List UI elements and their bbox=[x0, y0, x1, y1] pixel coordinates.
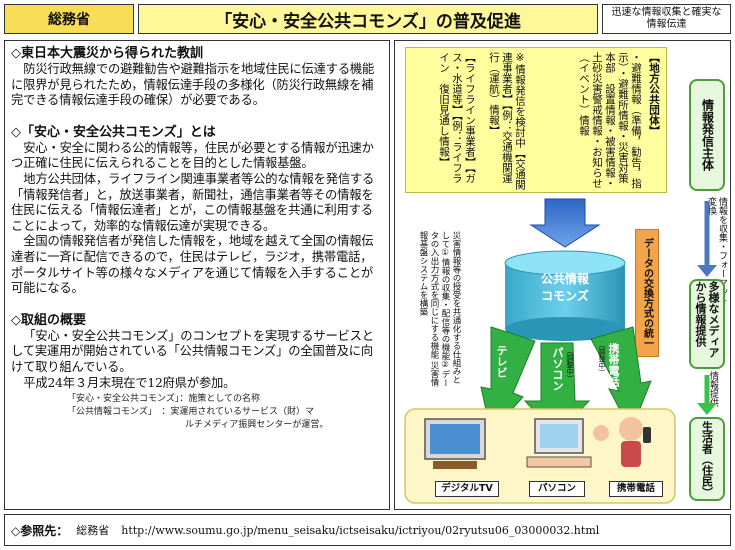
mobile-arrow-adjusting: （調整中） bbox=[598, 341, 606, 376]
subtitle-box: 迅速な情報収集と確実な 情報伝達 bbox=[602, 4, 731, 34]
local-gov-items: ・避難情報（準備，勧告，指示）・避難所情報・災害対策本部 設置情報・被害情報・土… bbox=[578, 52, 642, 189]
mobile-phone-icon bbox=[619, 417, 651, 467]
down-arrow-icon bbox=[529, 198, 601, 248]
right-down-arrowhead-1 bbox=[697, 265, 717, 277]
section-heading-overview: ◇取組の概要 bbox=[11, 312, 86, 328]
section-body-about-2: 地方公共団体，ライフライン関連事業者等公的な情報を発信する「情報発信者」と，放送… bbox=[11, 171, 375, 233]
commons-label: 公共情報 コモンズ bbox=[515, 271, 615, 305]
section-heading-about: ◇「安心・安全公共コモンズ」とは bbox=[11, 124, 216, 140]
sender-actor-box: 情報発信主体 bbox=[689, 79, 725, 191]
data-exchange-box: データの交換方式の統一 bbox=[635, 229, 659, 357]
section-body-lessons: 防災行政無線での避難勧告や避難指示を地域住民に伝達する機能に限界が見られたため，… bbox=[11, 62, 375, 108]
subtitle-line2: 情報伝達 bbox=[646, 19, 687, 30]
reference-label: ◇参照先： bbox=[11, 523, 69, 538]
note-policy-name: 「安心・安全公共コモンズ」：施策としての名称 bbox=[67, 394, 261, 405]
format-conversion-label: 情報を収集・フォーマット変換 bbox=[706, 197, 727, 305]
reference-footer: ◇参照先： 総務省 http://www.soumu.go.jp/menu_se… bbox=[4, 514, 731, 546]
media-provision-label: 多様なメディアから情報提供 bbox=[694, 281, 720, 358]
system-description: 災害情報等の授受を共通化する仕組みとして①情報の収集・配信等の機能②データの入出… bbox=[418, 231, 461, 387]
section-body-overview-2: 平成24年３月末現在で12府県が参加。 bbox=[23, 375, 236, 390]
mobile-arrow-label: 携帯電話 bbox=[607, 343, 620, 387]
device-label-tv: デジタルTV bbox=[435, 481, 499, 497]
residents-label: 生活者（住民） bbox=[700, 420, 714, 498]
pc-icon bbox=[526, 418, 609, 468]
lifeline-operator-info: 【ライフライン事業者】【ガス・水道等】【例：ライフライン 復旧見通し情報】 bbox=[438, 52, 476, 184]
info-sources-box: 【地方公共団体】 ・避難情報（準備，勧告，指示）・避難所情報・災害対策本部 設置… bbox=[405, 47, 667, 193]
diagram-panel: 【地方公共団体】 ・避難情報（準備，勧告，指示）・避難所情報・災害対策本部 設置… bbox=[394, 40, 731, 510]
right-down-arrowhead-2 bbox=[697, 403, 717, 415]
diagram-graphics bbox=[404, 198, 717, 504]
media-provision-box: 多様なメディアから情報提供 bbox=[689, 279, 725, 369]
section-body-about-3: 全国の情報発信者が発信した情報を，地域を越えて全国の情報伝達者に一斉に配信できる… bbox=[11, 234, 374, 296]
reference-url-link[interactable]: http://www.soumu.go.jp/menu_seisaku/icts… bbox=[121, 523, 600, 537]
mobile-arrow-icon bbox=[590, 326, 652, 433]
description-panel: ◇東日本大震災から得られた教訓 防災行政無線での避難勧告や避難指示を地域住民に伝… bbox=[4, 40, 390, 510]
reference-org: 総務省 bbox=[76, 524, 110, 537]
section-body-overview-1: 「安心・安全公共コモンズ」のコンセプトを実現するサービスとして実運用が開始されて… bbox=[11, 328, 374, 374]
device-label-mobile: 携帯電話 bbox=[609, 481, 663, 497]
ministry-label: 総務省 bbox=[4, 4, 134, 34]
note-service-operator: ルチメディア振興センターが運営。 bbox=[185, 420, 329, 431]
section-body-about-1: 安心・安全に関わる公的情報等，住民が必要とする情報が迅速かつ正確に住民に伝えられ… bbox=[11, 140, 374, 171]
transport-operator-info: ※情報発信を検討中【交通関連事業者】【例：交通機関運行（運航）情報】 bbox=[488, 52, 526, 190]
device-label-pc: パソコン bbox=[529, 481, 585, 497]
subtitle-line1: 迅速な情報収集と確実な bbox=[611, 7, 722, 18]
note-service-name: 「公共情報コモンズ」 ：実運用されているサービス（財）マ bbox=[67, 407, 315, 418]
section-heading-lessons: ◇東日本大震災から得られた教訓 bbox=[11, 46, 203, 61]
info-provision-label: 情報提供 bbox=[708, 371, 718, 407]
local-gov-heading: 【地方公共団体】 bbox=[648, 52, 660, 136]
database-cylinder-icon bbox=[504, 250, 626, 341]
pc-arrow-label: パソコン bbox=[551, 347, 564, 391]
tv-arrow-label: テレビ bbox=[495, 345, 508, 378]
tv-icon bbox=[424, 418, 486, 469]
data-exchange-label: データの交換方式の統一 bbox=[641, 238, 653, 348]
page-title: 「安心・安全公共コモンズ」の普及促進 bbox=[138, 4, 598, 34]
commons-label-line1: 公共情報 bbox=[540, 272, 589, 286]
sender-actor-label: 情報発信主体 bbox=[700, 99, 715, 171]
pc-arrow-adjusting: （調整中） bbox=[566, 347, 574, 382]
commons-label-line2: コモンズ bbox=[541, 289, 589, 303]
residents-box: 生活者（住民） bbox=[689, 417, 725, 501]
